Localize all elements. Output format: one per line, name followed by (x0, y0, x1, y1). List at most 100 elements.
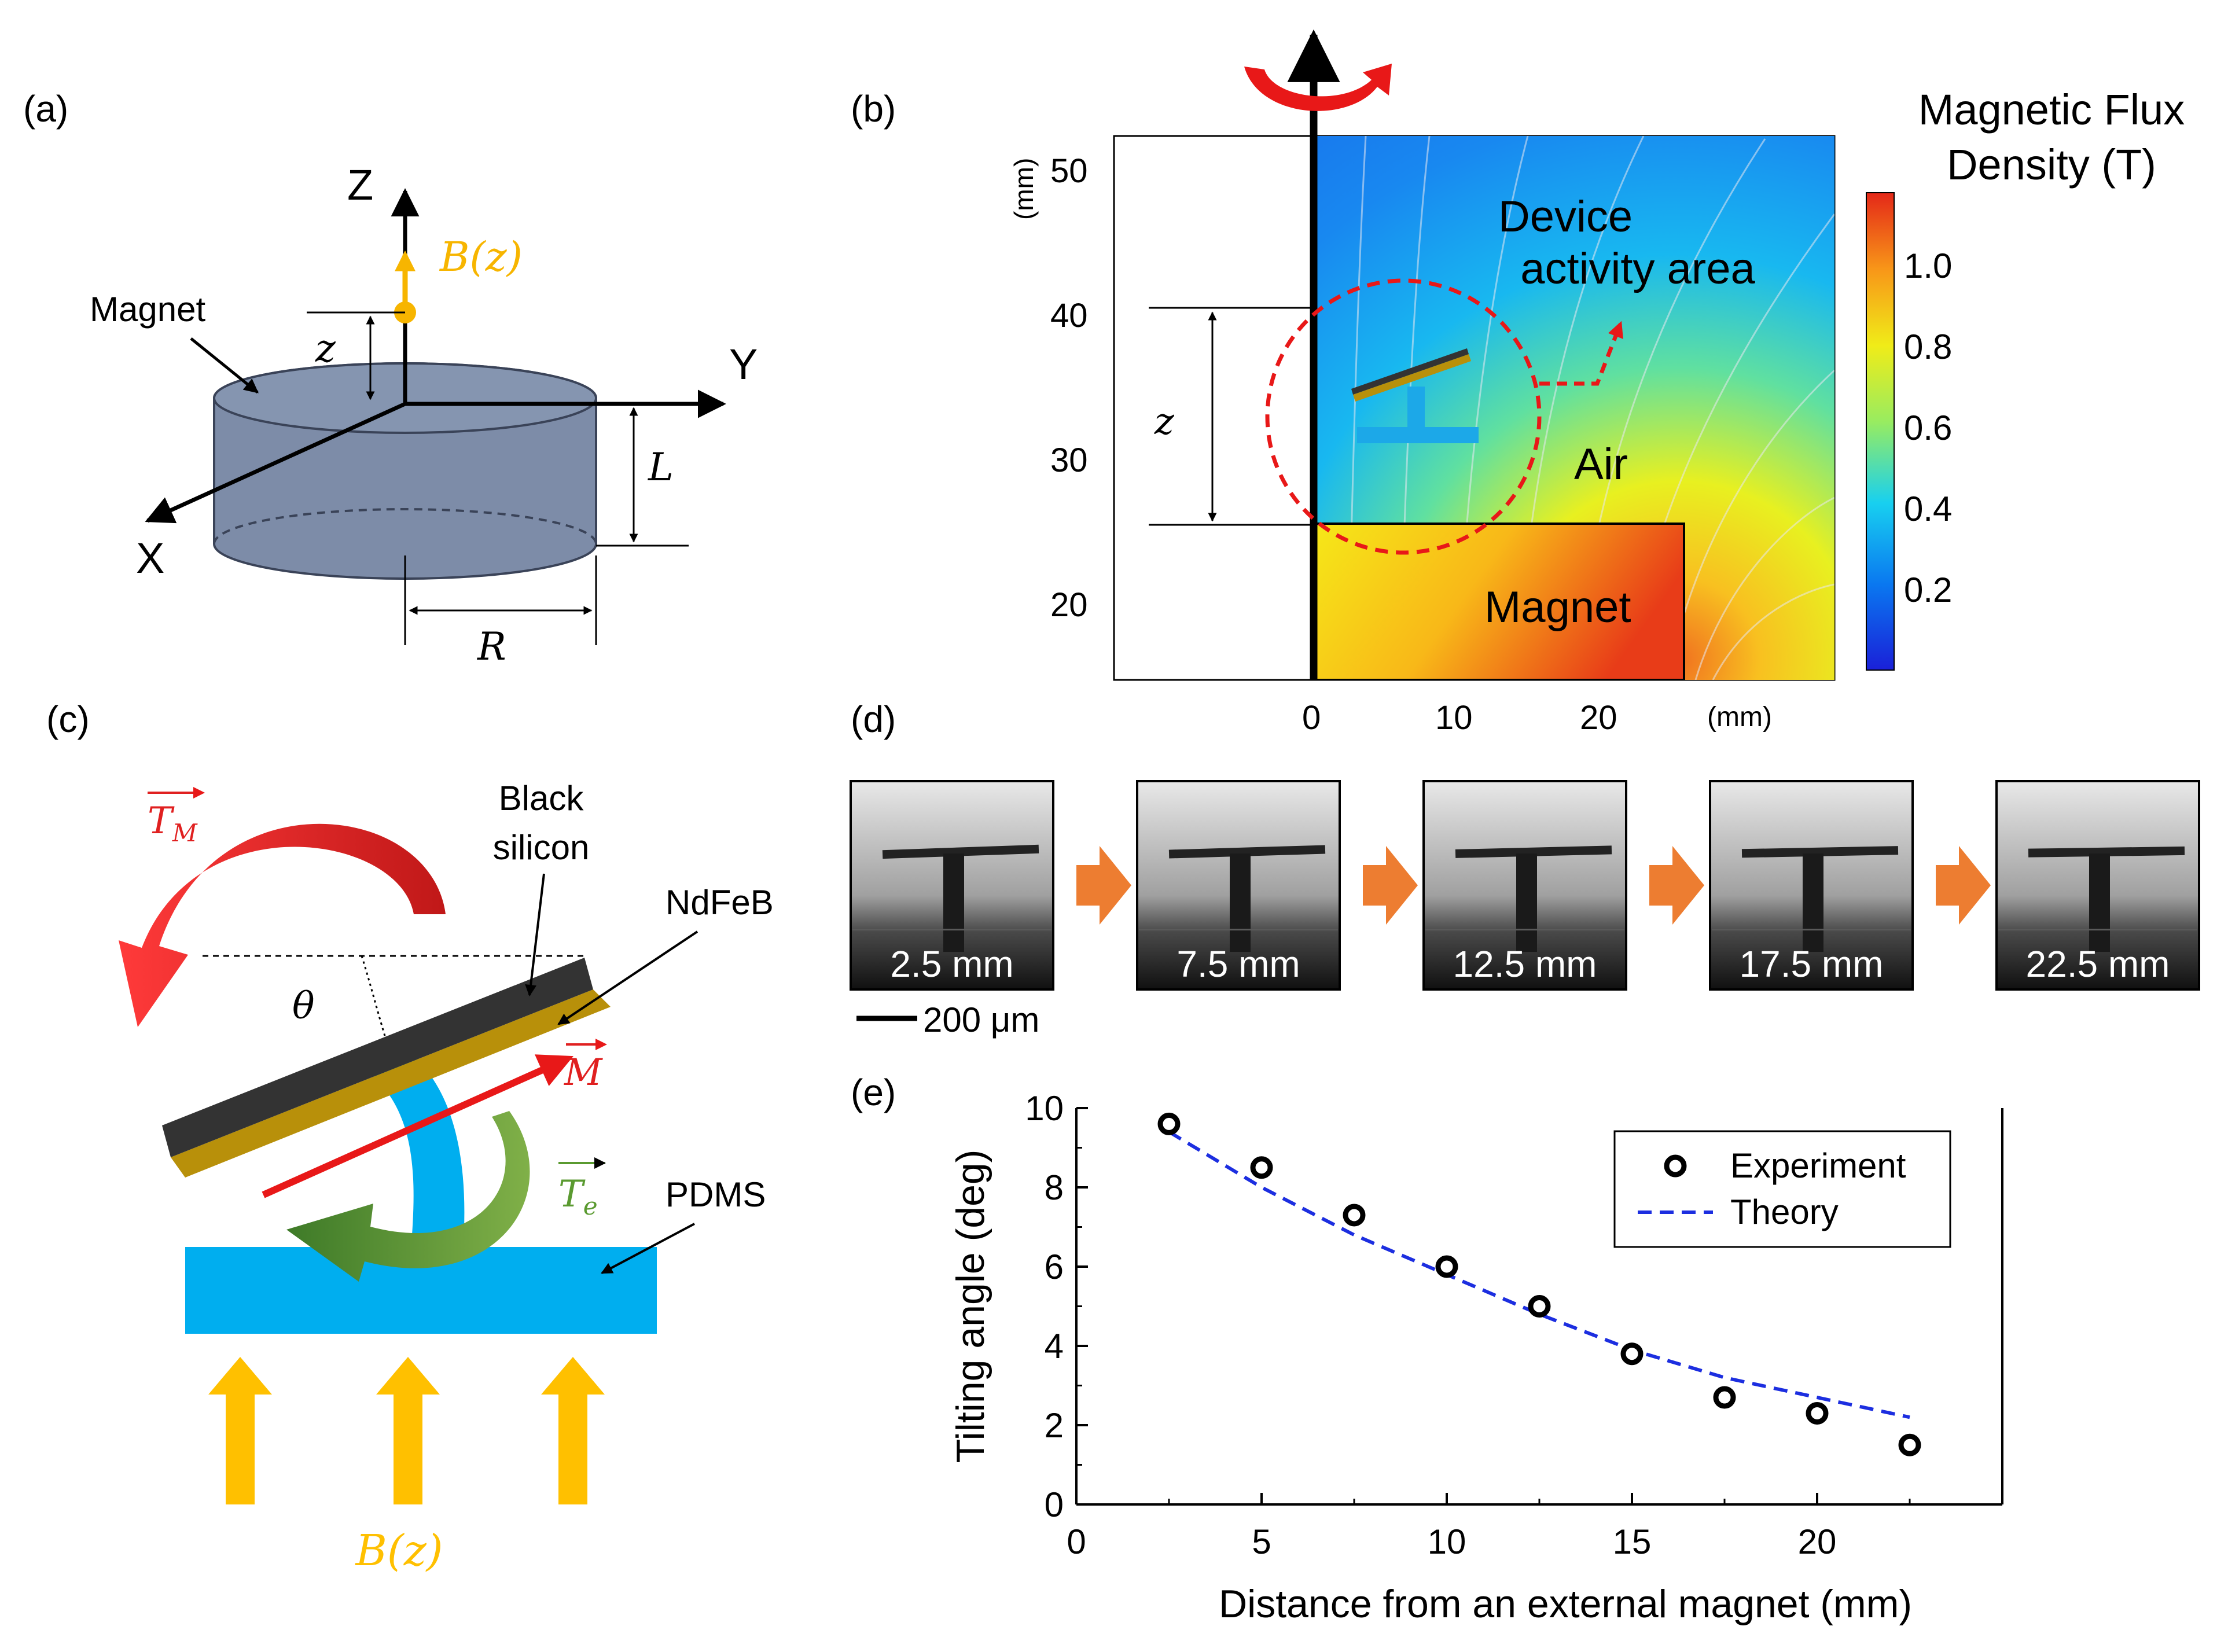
colorbar-title-line1: Magnetic Flux (1918, 86, 2185, 134)
rotation-arrow (1244, 64, 1392, 111)
x-axis-label: X (136, 534, 164, 582)
x-axis-line (145, 402, 406, 524)
panel-label-d: (d) (851, 698, 896, 740)
panel-a: Z Y X B(z) Magnet z L R (90, 161, 758, 669)
photo-frame: 7.5 mm (1136, 780, 1341, 991)
torque-m-symbol: T (148, 800, 175, 842)
experiment-point (1898, 1433, 1921, 1456)
x-axis-label: Distance from an external magnet (mm) (1219, 1582, 1912, 1626)
field-label: B(z) (354, 1526, 443, 1576)
substrate-edge (1139, 929, 1338, 930)
x-tick-label: 0 (1067, 1522, 1086, 1561)
black-silicon-label-line2: silicon (493, 828, 590, 867)
ndfeb-label: NdFeB (666, 883, 774, 922)
y-tick-label: 4 (1045, 1327, 1064, 1366)
experiment-point (1343, 1204, 1366, 1227)
colorbar (1866, 192, 1895, 671)
y-tick-label: 0 (1045, 1485, 1064, 1524)
experiment-point (1806, 1401, 1829, 1425)
substrate-edge (1998, 929, 2197, 930)
y-tick-50: 50 (1050, 152, 1088, 190)
device-plate (1168, 845, 1326, 859)
x-tick-label: 15 (1613, 1522, 1652, 1561)
torque-e-subscript: e (583, 1192, 598, 1220)
moment-label: M (564, 1051, 603, 1094)
experiment-point (1250, 1156, 1273, 1179)
angle-arc (361, 955, 386, 1036)
torque-e-label: Te (558, 1173, 598, 1220)
black-silicon-pointer (525, 873, 545, 996)
device-pillar (1803, 853, 1823, 952)
frame-distance-label: 17.5 mm (1740, 943, 1884, 985)
photo-frame: 12.5 mm (1422, 780, 1627, 991)
substrate-edge (1712, 929, 1911, 930)
black-silicon-label-line1: Black (499, 779, 584, 818)
x-tick-label: 20 (1798, 1522, 1837, 1561)
experiment-point (1435, 1255, 1458, 1278)
x-tick-0: 0 (1302, 699, 1321, 737)
y-tick-40: 40 (1050, 297, 1088, 334)
device-pillar (943, 853, 964, 952)
frame-distance-label: 7.5 mm (1176, 943, 1300, 985)
colorbar-tick-1.0: 1.0 (1904, 246, 1952, 285)
device-icon-ndfeb (1353, 354, 1471, 402)
experiment-point (1713, 1386, 1736, 1409)
pdms-pointer (601, 1223, 695, 1274)
device-pillar (1516, 853, 1537, 952)
y-tick-label: 8 (1045, 1168, 1064, 1207)
legend-label-experiment: Experiment (1730, 1146, 1906, 1185)
torque-e-symbol: T (558, 1173, 586, 1216)
magnet-label: Magnet (1484, 583, 1631, 632)
activity-pointer (1539, 321, 1623, 386)
x-tick-label: 10 (1428, 1522, 1466, 1561)
panel-b: (mm) 50 40 30 20 0 10 20 (mm) z Device a… (1009, 29, 2185, 737)
torque-m-arrow (119, 823, 446, 1027)
colorbar-tick-0.6: 0.6 (1904, 409, 1952, 447)
z-axis-label: Z (347, 161, 373, 209)
field-arrow-3 (541, 1357, 605, 1504)
device-pillar (1230, 853, 1251, 952)
device-plate (1741, 846, 1899, 858)
device-plate (2028, 846, 2185, 858)
r-dim-label: R (477, 624, 506, 669)
device-label-line1: Device (1498, 192, 1633, 241)
colorbar-title-line2: Density (T) (1947, 141, 2156, 189)
substrate-edge (852, 929, 1052, 930)
angle-label: θ (292, 985, 315, 1028)
y-axis-label: Y (729, 340, 758, 388)
activity-circle (1265, 278, 1542, 555)
air-label: Air (1574, 440, 1628, 489)
torque-m-label: TM (148, 800, 198, 847)
magnet-pointer (190, 337, 259, 393)
sequence-arrow (1649, 846, 1704, 925)
device-pillar (2089, 853, 2110, 952)
magnet-hidden-edge (213, 508, 597, 544)
x-unit: (mm) (1707, 702, 1772, 733)
pdms-label: PDMS (666, 1175, 766, 1214)
moment-arrow (262, 1054, 573, 1198)
x-tick-10: 10 (1435, 699, 1473, 737)
experiment-point (1620, 1342, 1644, 1366)
black-silicon-layer (162, 958, 593, 1157)
y-tick-label: 2 (1045, 1406, 1064, 1445)
panel-label-a: (a) (23, 88, 68, 130)
frame-distance-label: 12.5 mm (1453, 943, 1597, 985)
torque-m-subscript: M (172, 819, 198, 847)
substrate-edge (1425, 929, 1624, 930)
panel-c: TM M θ Black silicon NdFeB Te PDMS B(z) (119, 779, 774, 1576)
z-dim-label: z (1154, 400, 1175, 443)
panel-label-c: (c) (46, 698, 90, 740)
device-plate (882, 844, 1039, 859)
photo-frame: 2.5 mm (850, 780, 1054, 991)
y-tick-30: 30 (1050, 441, 1088, 479)
colorbar-tick-0.4: 0.4 (1904, 490, 1952, 528)
legend-box (1613, 1130, 1951, 1248)
device-plate (1455, 845, 1612, 858)
y-unit: (mm) (1009, 158, 1039, 220)
y-tick-label: 6 (1045, 1248, 1064, 1286)
field-arrows (208, 1357, 605, 1504)
device-label-line2: activity area (1520, 244, 1755, 293)
sequence-arrow (1936, 846, 1991, 925)
